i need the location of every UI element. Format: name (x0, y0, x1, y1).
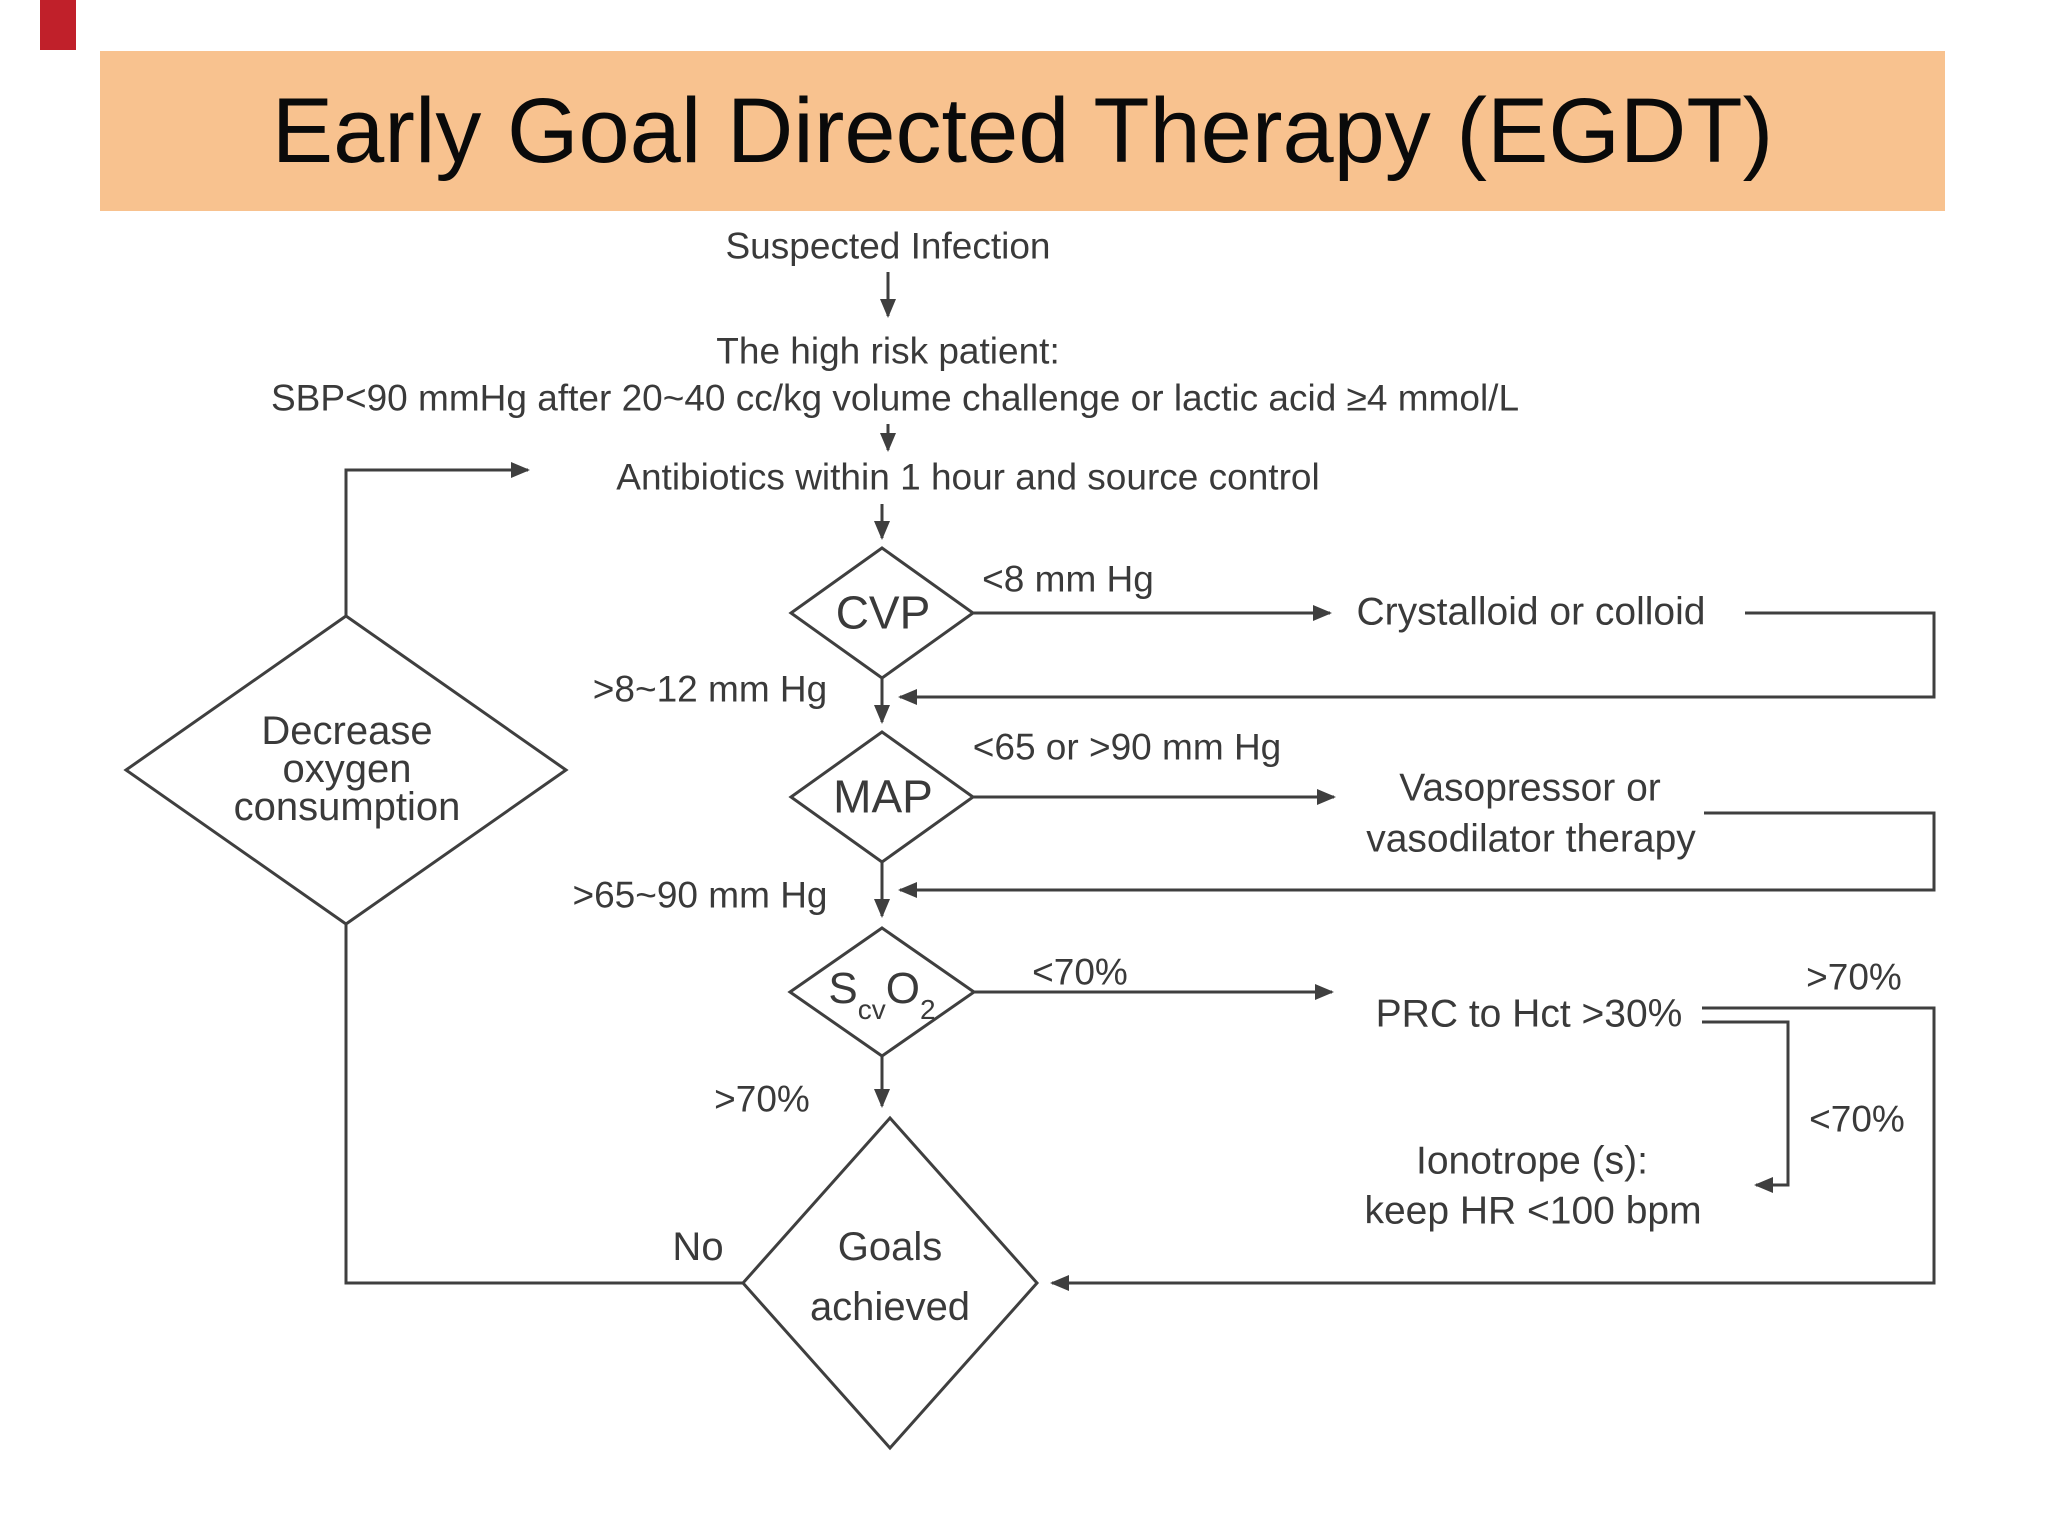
arrow-decrease-to-antibiotics (344, 462, 530, 616)
line-goals-no-to-decrease (344, 925, 743, 1285)
scvo2-cv-subscript: cv (857, 993, 886, 1025)
goals-line2: achieved (809, 1285, 971, 1329)
high-risk-line1: The high risk patient: (716, 330, 1060, 372)
vasopressor-line2: vasodilator therapy (1366, 817, 1696, 861)
loop-vasopressor-return (898, 811, 1936, 898)
map-pass-label: >65~90 mm Hg (572, 874, 828, 916)
page-title: Early Goal Directed Therapy (EGDT) (271, 79, 1774, 182)
scvo2-low-branch-label: <70% (1032, 951, 1128, 993)
vasopressor-line1: Vasopressor or (1399, 766, 1661, 810)
decrease-line1: Decrease (261, 709, 433, 753)
map-diamond (788, 730, 976, 864)
goals-achieved-diamond (740, 1115, 1040, 1451)
decrease-line2: oxygen (282, 747, 412, 791)
antibiotics-label: Antibiotics within 1 hour and source con… (616, 456, 1320, 498)
prc-still-low-label: <70% (1809, 1098, 1905, 1140)
scvo2-o: O (885, 964, 921, 1014)
high-risk-line2: SBP<90 mmHg after 20~40 cc/kg volume cha… (270, 377, 1520, 419)
title-banner: Early Goal Directed Therapy (EGDT) (100, 51, 1945, 211)
ionotrope-line1: Ionotrope (s): (1416, 1139, 1648, 1183)
goals-no-label: No (672, 1225, 724, 1269)
loop-crystalloid-return (898, 611, 1936, 705)
cvp-low-branch-label: <8 mm Hg (982, 558, 1154, 600)
arrow-prc-to-ionotrope (1702, 1020, 1790, 1193)
map-label: MAP (833, 770, 933, 823)
scvo2-pass-label: >70% (714, 1078, 810, 1120)
goals-line1: Goals (837, 1225, 943, 1269)
cvp-diamond (788, 546, 976, 680)
scvo2-diamond (787, 926, 977, 1058)
prc-high-return-label: >70% (1806, 956, 1902, 998)
crystalloid-action-label: Crystalloid or colloid (1356, 590, 1706, 634)
ionotrope-line2: keep HR <100 bpm (1364, 1189, 1702, 1233)
suspected-infection-label: Suspected Infection (725, 225, 1051, 267)
prc-action-label: PRC to Hct >30% (1375, 992, 1683, 1036)
scvo2-label: ScvO2 (828, 964, 935, 1025)
decrease-oxygen-diamond (123, 614, 569, 926)
map-out-branch-label: <65 or >90 mm Hg (972, 726, 1282, 768)
scvo2-s: S (828, 964, 858, 1014)
decrease-line3: consumption (233, 785, 461, 829)
cvp-label: CVP (835, 586, 931, 639)
scvo2-2-subscript: 2 (920, 993, 936, 1025)
loop-prc-to-goals (1050, 1006, 1936, 1291)
red-corner-mark (40, 0, 76, 50)
cvp-pass-label: >8~12 mm Hg (592, 668, 828, 710)
